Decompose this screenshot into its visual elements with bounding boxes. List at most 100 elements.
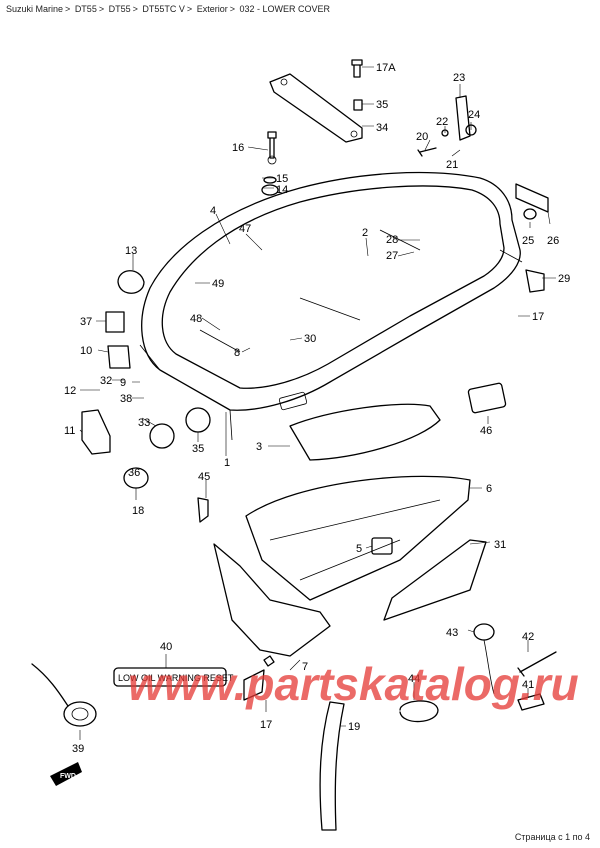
- part-clamp-44: [399, 700, 439, 723]
- part-grommet-13: [117, 270, 145, 294]
- part-seal-37: [105, 311, 125, 333]
- part-bracket-34: [269, 73, 363, 143]
- part-decal-46: [467, 382, 507, 414]
- part-bracket-10: [107, 345, 131, 369]
- part-decal-40: LOW OIL WARNING RESET: [113, 667, 234, 687]
- part-strip-45: [197, 497, 209, 523]
- callout-5[interactable]: 5: [356, 543, 362, 555]
- part-lever-23: [455, 95, 471, 141]
- part-lower-tray-6: [245, 475, 471, 601]
- callout-35-lower[interactable]: 35: [192, 443, 204, 455]
- callout-18[interactable]: 18: [132, 505, 144, 517]
- callout-8[interactable]: 8: [234, 347, 240, 359]
- callout-6[interactable]: 6: [486, 483, 492, 495]
- callout-47[interactable]: 47: [239, 223, 251, 235]
- watermark-text: www.partskatalog.ru: [128, 658, 579, 710]
- callout-35[interactable]: 35: [376, 99, 388, 111]
- callout-28[interactable]: 28: [386, 234, 398, 246]
- callout-37[interactable]: 37: [80, 316, 92, 328]
- callout-48[interactable]: 48: [190, 313, 202, 325]
- callout-4[interactable]: 4: [210, 205, 216, 217]
- part-side-panel-31: [383, 539, 487, 621]
- breadcrumb-item-series[interactable]: DT55: [74, 4, 97, 14]
- callout-10[interactable]: 10: [80, 345, 92, 357]
- part-bolt-16: [267, 131, 277, 165]
- breadcrumb-item-brand[interactable]: Suzuki Marine: [6, 4, 64, 14]
- callout-24[interactable]: 24: [468, 109, 480, 121]
- part-fairing: [213, 543, 331, 657]
- fwd-arrow-icon: FWD: [50, 762, 82, 786]
- part-lower-cover: [139, 171, 523, 441]
- callout-2[interactable]: 2: [362, 227, 368, 239]
- callout-25[interactable]: 25: [522, 235, 534, 247]
- callout-21[interactable]: 21: [446, 159, 458, 171]
- part-clip-41: [517, 693, 545, 711]
- breadcrumb-item-category[interactable]: Exterior: [196, 4, 228, 14]
- part-plug-35: [185, 407, 211, 433]
- callout-36[interactable]: 36: [128, 467, 140, 479]
- callout-7[interactable]: 7: [302, 661, 308, 673]
- callout-11[interactable]: 11: [64, 425, 75, 437]
- callout-15[interactable]: 15: [276, 173, 288, 185]
- part-plate-26: [515, 183, 549, 213]
- callout-31[interactable]: 31: [494, 539, 506, 551]
- part-screw-17-small: [263, 655, 275, 667]
- callout-12[interactable]: 12: [64, 385, 76, 397]
- part-bolt-17a: [351, 59, 363, 78]
- breadcrumb-item-current: 032 - LOWER COVER: [239, 4, 331, 14]
- leader-lines: [79, 66, 556, 740]
- callout-41[interactable]: 41: [522, 679, 534, 691]
- callout-44[interactable]: 44: [408, 673, 420, 685]
- callout-14[interactable]: 14: [276, 184, 288, 196]
- callout-27[interactable]: 27: [386, 250, 398, 262]
- part-plate-7: [243, 669, 265, 701]
- callout-26[interactable]: 26: [547, 235, 559, 247]
- callout-17-lower[interactable]: 17: [260, 719, 272, 731]
- part-grommet-25: [523, 208, 537, 220]
- part-screw-20: [417, 147, 437, 157]
- breadcrumb-item-variant[interactable]: DT55TC V: [142, 4, 185, 14]
- callout-39[interactable]: 39: [72, 743, 84, 755]
- callout-49[interactable]: 49: [212, 278, 224, 290]
- callout-30[interactable]: 30: [304, 333, 316, 345]
- callout-23[interactable]: 23: [453, 72, 465, 84]
- callout-34[interactable]: 34: [376, 122, 388, 134]
- callout-19[interactable]: 19: [348, 721, 360, 733]
- callout-29[interactable]: 29: [558, 273, 570, 285]
- callout-33[interactable]: 33: [138, 417, 150, 429]
- callout-45[interactable]: 45: [198, 471, 210, 483]
- part-hose-19: [319, 701, 345, 831]
- callout-13[interactable]: 13: [125, 245, 137, 257]
- part-grommet-33: [149, 423, 175, 449]
- callout-40[interactable]: 40: [160, 641, 172, 653]
- breadcrumb: Suzuki Marine> DT55> DT55> DT55TC V> Ext…: [6, 4, 330, 14]
- callout-22[interactable]: 22: [436, 116, 448, 128]
- part-clip-29: [525, 269, 545, 293]
- part-nut-35: [353, 99, 363, 111]
- part-cable-42: [517, 651, 557, 677]
- callout-43[interactable]: 43: [446, 627, 458, 639]
- part-seal-5: [371, 537, 393, 555]
- breadcrumb-item-model[interactable]: DT55: [108, 4, 131, 14]
- breadcrumb-separator: >: [132, 4, 138, 14]
- part-gasket-3: [289, 403, 441, 461]
- callout-9[interactable]: 9: [120, 377, 126, 389]
- breadcrumb-separator: >: [186, 4, 193, 14]
- callouts: 17A 35 34 23 22 24 20 21 16 15 14 25 26 …: [64, 62, 570, 755]
- callout-3[interactable]: 3: [256, 441, 262, 453]
- part-grommet-39: [31, 663, 97, 727]
- callout-20[interactable]: 20: [416, 131, 428, 143]
- callout-16[interactable]: 16: [232, 142, 244, 154]
- callout-1[interactable]: 1: [224, 457, 230, 469]
- part-drawings: LOW OIL WARNING RESET FWD: [31, 59, 557, 831]
- breadcrumb-separator: >: [65, 4, 71, 14]
- callout-32[interactable]: 32: [100, 375, 112, 387]
- pagination: Страница с 1 по 4: [514, 832, 590, 842]
- decal-text: LOW OIL WARNING RESET: [118, 673, 234, 683]
- callout-46[interactable]: 46: [480, 425, 492, 437]
- callout-38[interactable]: 38: [120, 393, 132, 405]
- callout-17a[interactable]: 17A: [376, 62, 396, 74]
- callout-17-right[interactable]: 17: [532, 311, 544, 323]
- callout-42[interactable]: 42: [522, 631, 534, 643]
